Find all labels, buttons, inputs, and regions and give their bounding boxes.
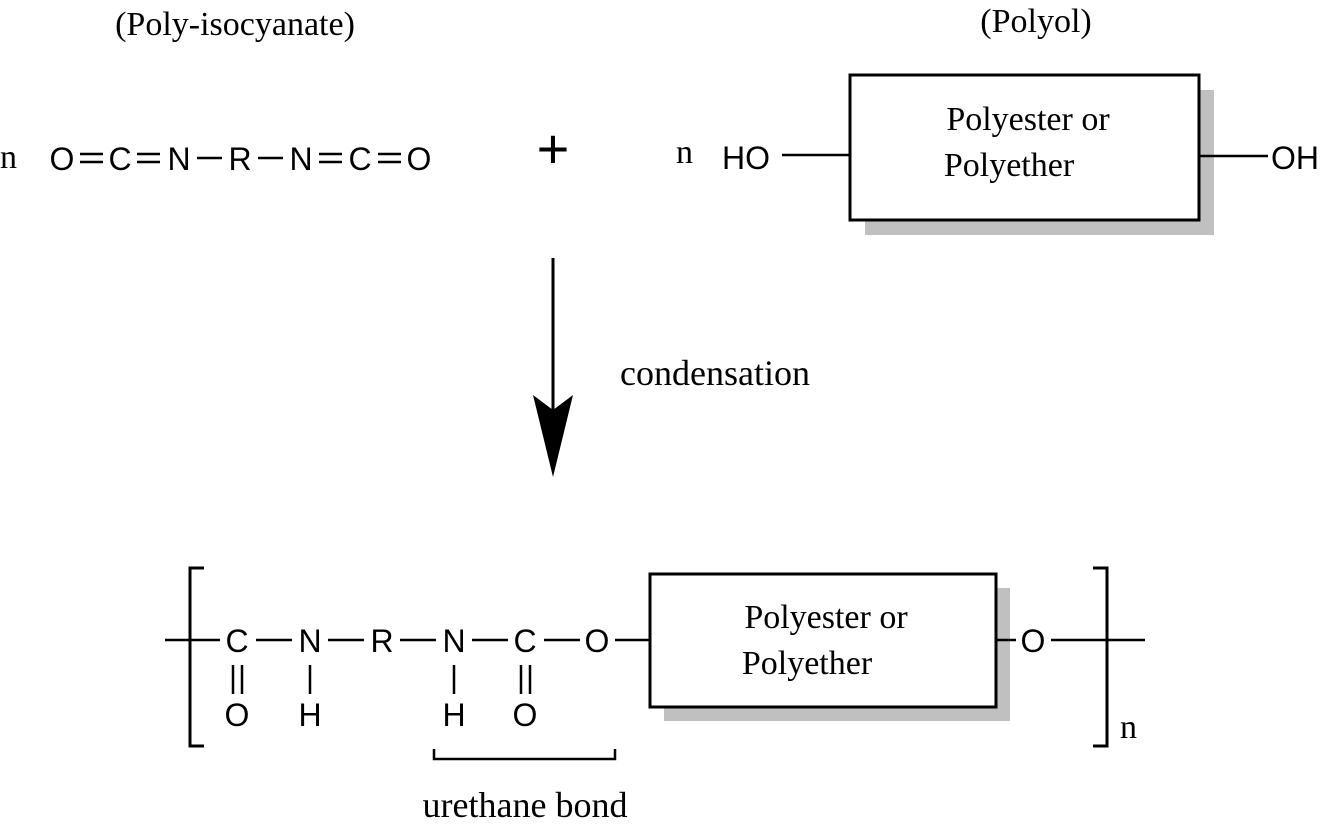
product-box [648,572,998,709]
atom-n1: N [167,141,190,177]
polyol-box-line2: Polyether [944,147,1075,184]
product-atom-c2: C [513,623,536,659]
product-h2: H [442,697,465,733]
product-h1: H [298,697,321,733]
arrow-head-icon [533,395,573,477]
atom-r: R [228,141,251,177]
product-carbonyl-o1: O [225,697,250,733]
product-carbonyl-o2: O [513,697,538,733]
plus-sign: + [537,117,570,180]
product-atom-n2: N [442,623,465,659]
atom-o2: O [407,141,432,177]
product-atom-c1: C [225,623,248,659]
atom-n2: N [289,141,312,177]
product-atom-n1: N [298,623,321,659]
reaction-arrow [533,258,573,477]
isocyanate-coefficient: n [0,139,17,176]
product-box-line2: Polyether [742,645,873,682]
atom-c1: C [108,141,131,177]
polyol-ho-group: HO [722,140,770,176]
isocyanate-label: (Poly-isocyanate) [115,6,355,43]
atom-o1: O [50,141,75,177]
urethane-bond-bracket [432,749,617,761]
product-repeat-unit: C O N H R N H C O O Polyester or Polyeth… [165,566,1145,825]
right-bracket [1093,566,1109,748]
isocyanate-formula: O C N R N C O [50,141,432,177]
product-atom-r: R [370,623,393,659]
product-box-line1: Polyester or [744,599,908,636]
polyol-coefficient: n [676,134,693,171]
product-atom-o: O [585,623,610,659]
reaction-condition-label: condensation [620,353,810,393]
atom-c2: C [348,141,371,177]
left-bracket [188,566,204,748]
product-right-o: O [1021,623,1046,659]
repeat-subscript: n [1120,709,1137,746]
polyol-box [848,73,1201,222]
polyol-oh-group: OH [1271,140,1319,176]
polyol-box-line1: Polyester or [946,101,1110,138]
polyol-label: (Polyol) [980,3,1091,40]
urethane-bond-label: urethane bond [423,785,628,825]
